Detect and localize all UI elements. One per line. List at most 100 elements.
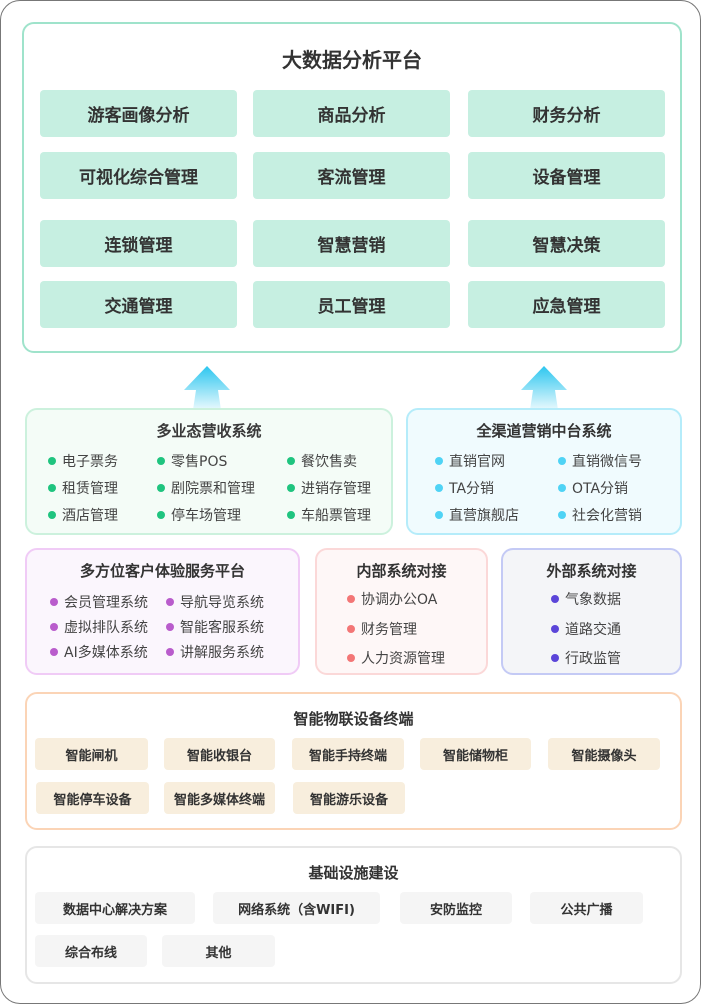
list-item: 车船票管理 (287, 505, 371, 525)
internal-integration: 内部系统对接 (315, 548, 488, 675)
up-arrow-icon (521, 366, 567, 410)
infra-chip: 综合布线 (35, 935, 147, 967)
module-cell: 智慧营销 (253, 220, 450, 267)
item-label: 直销微信号 (572, 454, 642, 470)
infra-title: 基础设施建设 (308, 864, 399, 882)
experience-platform: 多方位客户体验服务平台 (25, 548, 300, 675)
list-item: OTA分销 (558, 478, 628, 498)
item-label: OTA分销 (572, 481, 629, 497)
item-label: 零售POS (171, 454, 228, 470)
module-cell: 可视化综合管理 (40, 152, 237, 199)
list-item: 社会化营销 (558, 505, 642, 525)
iot-chip: 智能储物柜 (420, 738, 531, 770)
bullet-icon (50, 623, 58, 631)
revenue-system: 多业态营收系统 (25, 408, 393, 535)
list-item: 剧院票和管理 (157, 478, 255, 498)
infra-chip: 其他 (162, 935, 275, 967)
list-item: 直销官网 (435, 451, 505, 471)
bullet-icon (287, 457, 295, 465)
item-label: 直销官网 (449, 454, 505, 470)
experience-title: 多方位客户体验服务平台 (79, 562, 245, 580)
list-item: 协调办公OA (347, 589, 437, 609)
internal-title: 内部系统对接 (356, 562, 447, 580)
bullet-icon (435, 484, 443, 492)
infra-chip: 数据中心解决方案 (35, 892, 195, 924)
list-item: 直销微信号 (558, 451, 642, 471)
list-item: 直营旗舰店 (435, 505, 519, 525)
bullet-icon (551, 595, 559, 603)
list-item: 财务管理 (347, 619, 417, 639)
bullet-icon (157, 484, 165, 492)
external-integration: 外部系统对接 (501, 548, 682, 675)
item-label: 财务管理 (361, 622, 417, 638)
item-label: 人力资源管理 (361, 651, 445, 667)
bullet-icon (48, 484, 56, 492)
item-label: 酒店管理 (62, 508, 118, 524)
iot-chip: 智能收银台 (164, 738, 275, 770)
list-item: 导航导览系统 (166, 592, 264, 612)
list-item: 虚拟排队系统 (50, 617, 148, 637)
bullet-icon (435, 457, 443, 465)
infra-chip: 公共广播 (530, 892, 643, 924)
list-item: 租赁管理 (48, 478, 118, 498)
item-label: 讲解服务系统 (180, 645, 264, 661)
list-item: 智能客服系统 (166, 617, 264, 637)
item-label: 电子票务 (62, 454, 118, 470)
item-label: 智能客服系统 (180, 620, 264, 636)
marketing-system: 全渠道营销中台系统 (406, 408, 682, 535)
marketing-title: 全渠道营销中台系统 (476, 422, 612, 440)
list-item: 酒店管理 (48, 505, 118, 525)
item-label: 停车场管理 (171, 508, 241, 524)
list-item: 气象数据 (551, 589, 621, 609)
iot-title: 智能物联设备终端 (293, 710, 414, 728)
bullet-icon (166, 623, 174, 631)
item-label: 协调办公OA (361, 592, 438, 608)
bullet-icon (558, 511, 566, 519)
item-label: 道路交通 (565, 622, 621, 638)
list-item: 讲解服务系统 (166, 642, 264, 662)
list-item: TA分销 (435, 478, 494, 498)
bullet-icon (48, 457, 56, 465)
list-item: 会员管理系统 (50, 592, 148, 612)
module-cell: 客流管理 (253, 152, 450, 199)
up-arrow-icon (184, 366, 230, 410)
bullet-icon (157, 511, 165, 519)
list-item: 停车场管理 (157, 505, 241, 525)
bullet-icon (50, 598, 58, 606)
list-item: 人力资源管理 (347, 648, 445, 668)
bullet-icon (287, 511, 295, 519)
bullet-icon (50, 648, 58, 656)
platform-title: 大数据分析平台 (282, 48, 422, 72)
item-label: 会员管理系统 (64, 595, 148, 611)
module-cell: 设备管理 (468, 152, 665, 199)
bullet-icon (551, 625, 559, 633)
item-label: 餐饮售卖 (301, 454, 357, 470)
module-cell: 游客画像分析 (40, 90, 237, 137)
bullet-icon (551, 654, 559, 662)
item-label: 车船票管理 (301, 508, 371, 524)
iot-chip: 智能多媒体终端 (164, 782, 275, 814)
list-item: 零售POS (157, 451, 227, 471)
iot-chip: 智能手持终端 (292, 738, 404, 770)
bullet-icon (558, 484, 566, 492)
list-item: 餐饮售卖 (287, 451, 357, 471)
module-cell: 员工管理 (253, 281, 450, 328)
infrastructure: 基础设施建设 (25, 846, 682, 984)
module-cell: 交通管理 (40, 281, 237, 328)
external-title: 外部系统对接 (546, 562, 637, 580)
bullet-icon (558, 457, 566, 465)
bullet-icon (48, 511, 56, 519)
iot-chip: 智能游乐设备 (293, 782, 405, 814)
module-cell: 连锁管理 (40, 220, 237, 267)
module-cell: 财务分析 (468, 90, 665, 137)
bullet-icon (166, 648, 174, 656)
big-data-platform: 大数据分析平台 (22, 22, 682, 353)
bullet-icon (157, 457, 165, 465)
item-label: AI多媒体系统 (64, 645, 148, 661)
module-cell: 商品分析 (253, 90, 450, 137)
module-cell: 应急管理 (468, 281, 665, 328)
iot-terminals: 智能物联设备终端 (25, 692, 682, 830)
item-label: 社会化营销 (572, 508, 642, 524)
revenue-title: 多业态营收系统 (156, 422, 262, 440)
item-label: 租赁管理 (62, 481, 118, 497)
